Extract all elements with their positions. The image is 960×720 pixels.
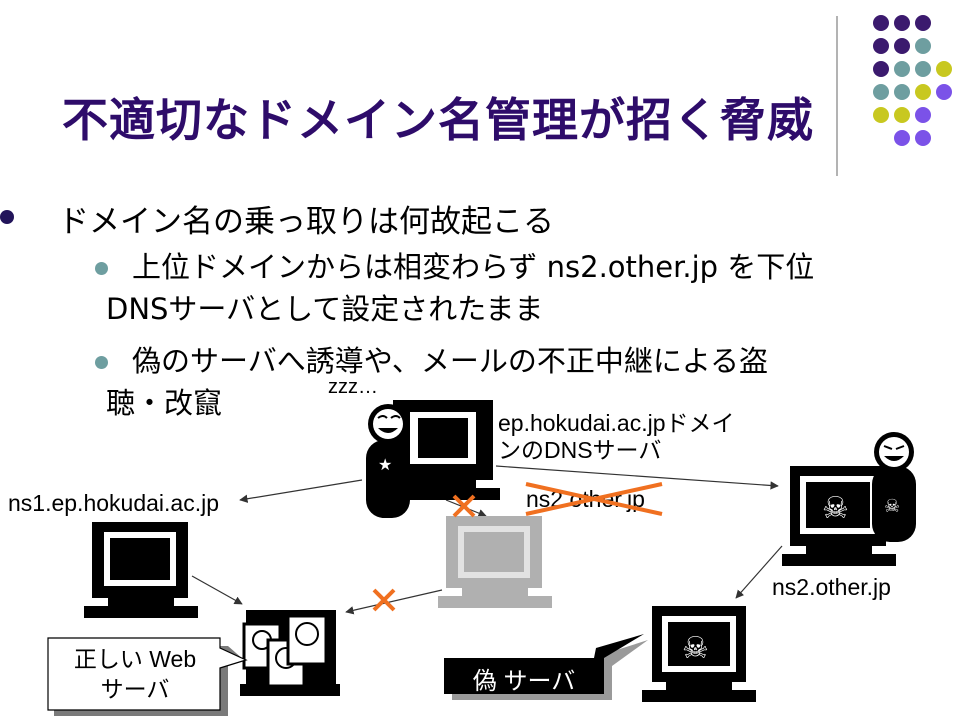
arrow-to-ns1 — [239, 479, 363, 503]
sub-bullet-2-line2: 聴・改竄 — [106, 386, 223, 420]
svg-text:★: ★ — [378, 457, 392, 474]
ns1-label: ns1.ep.hokudai.ac.jp — [8, 490, 219, 516]
decorative-dot — [894, 107, 910, 123]
ep-dns-server-label: ep.hokudai.ac.jpドメイ ンのDNSサーバ — [498, 410, 735, 464]
sleeping-zzz: zzz… — [328, 376, 378, 398]
decorative-dot — [915, 130, 931, 146]
skull-icon: ☠ — [682, 632, 709, 665]
arrow-to-ns2 — [495, 465, 779, 490]
correct-web-server-label: 正しい Web サーバ — [60, 644, 210, 704]
decorative-dot — [894, 61, 910, 77]
main-bullet-text: ドメイン名の乗っ取りは何故起こる — [58, 204, 554, 240]
decorative-dot — [915, 107, 931, 123]
skull-icon: ☠ — [884, 496, 900, 516]
decorative-dot — [936, 61, 952, 77]
blocked-cross-icons — [372, 494, 476, 612]
sub-bullet-1-line1: 上位ドメインからは相変わらず ns2.other.jp を下位 — [132, 250, 815, 284]
bullet-dot — [0, 210, 14, 224]
ep-dns-server-label-line2: ンのDNSサーバ — [498, 437, 662, 463]
sleeping-admin-figure: ★ — [366, 404, 410, 518]
sub-bullet-2: 偽のサーバへ誘導や、メールの不正中継による盗 聴・改竄 — [95, 340, 768, 424]
attacker-figure: ☠ — [872, 432, 916, 542]
decorative-dot — [915, 15, 931, 31]
decorative-dot — [873, 38, 889, 54]
sub-bullet-1-line2: DNSサーバとして設定されたまま — [106, 292, 544, 326]
decorative-dot — [894, 84, 910, 100]
ep-dns-server-label-line1: ep.hokudai.ac.jpドメイ — [498, 410, 735, 436]
sub-bullet-dot — [95, 356, 108, 369]
strike-through-x — [525, 482, 663, 516]
decorative-dot — [894, 130, 910, 146]
cross-icon — [372, 588, 396, 612]
globe-document-icon — [242, 614, 328, 688]
decorative-dot-grid — [836, 15, 952, 176]
arrow-to-web — [345, 589, 443, 615]
decorative-dot — [873, 84, 889, 100]
correct-web-server-label-line2: サーバ — [100, 676, 170, 702]
arrow-ns1-to-web — [191, 575, 243, 605]
sub-bullet-2-line1: 偽のサーバへ誘導や、メールの不正中継による盗 — [132, 344, 768, 378]
correct-web-callout-box — [47, 637, 248, 716]
arrow-ns2-to-fake — [735, 545, 783, 599]
sub-bullet-dot — [95, 262, 108, 275]
cross-icon — [452, 494, 476, 518]
decorative-dot — [873, 15, 889, 31]
main-bullet: ドメイン名の乗っ取りは何故起こる — [0, 196, 554, 241]
decorative-dot — [915, 84, 931, 100]
fake-server-callout-box — [444, 634, 648, 700]
decorative-dot — [915, 38, 931, 54]
decorative-dot — [915, 61, 931, 77]
correct-web-server-label-line1: 正しい Web — [73, 646, 197, 672]
slide-title: 不適切なドメイン名管理が招く脅威 — [62, 93, 814, 147]
ns1-computer — [84, 522, 198, 618]
sub-bullet-1: 上位ドメインからは相変わらず ns2.other.jp を下位 DNSサーバとし… — [95, 246, 815, 330]
decorative-dot — [936, 84, 952, 100]
decorative-dot — [873, 61, 889, 77]
decorative-dot — [873, 107, 889, 123]
ns2-attacker-computer: ☠ — [782, 466, 896, 566]
fake-server-computer: ☠ — [642, 606, 756, 702]
decorative-dot — [894, 38, 910, 54]
fake-server-label: 偽 サーバ — [472, 668, 576, 695]
skull-icon: ☠ — [822, 492, 849, 525]
ns2-label: ns2.other.jp — [772, 574, 891, 600]
hijacked-ns2-gray-computer — [438, 516, 552, 608]
query-arrows — [191, 465, 783, 615]
web-server-computer — [240, 610, 340, 696]
decorative-dot — [894, 15, 910, 31]
